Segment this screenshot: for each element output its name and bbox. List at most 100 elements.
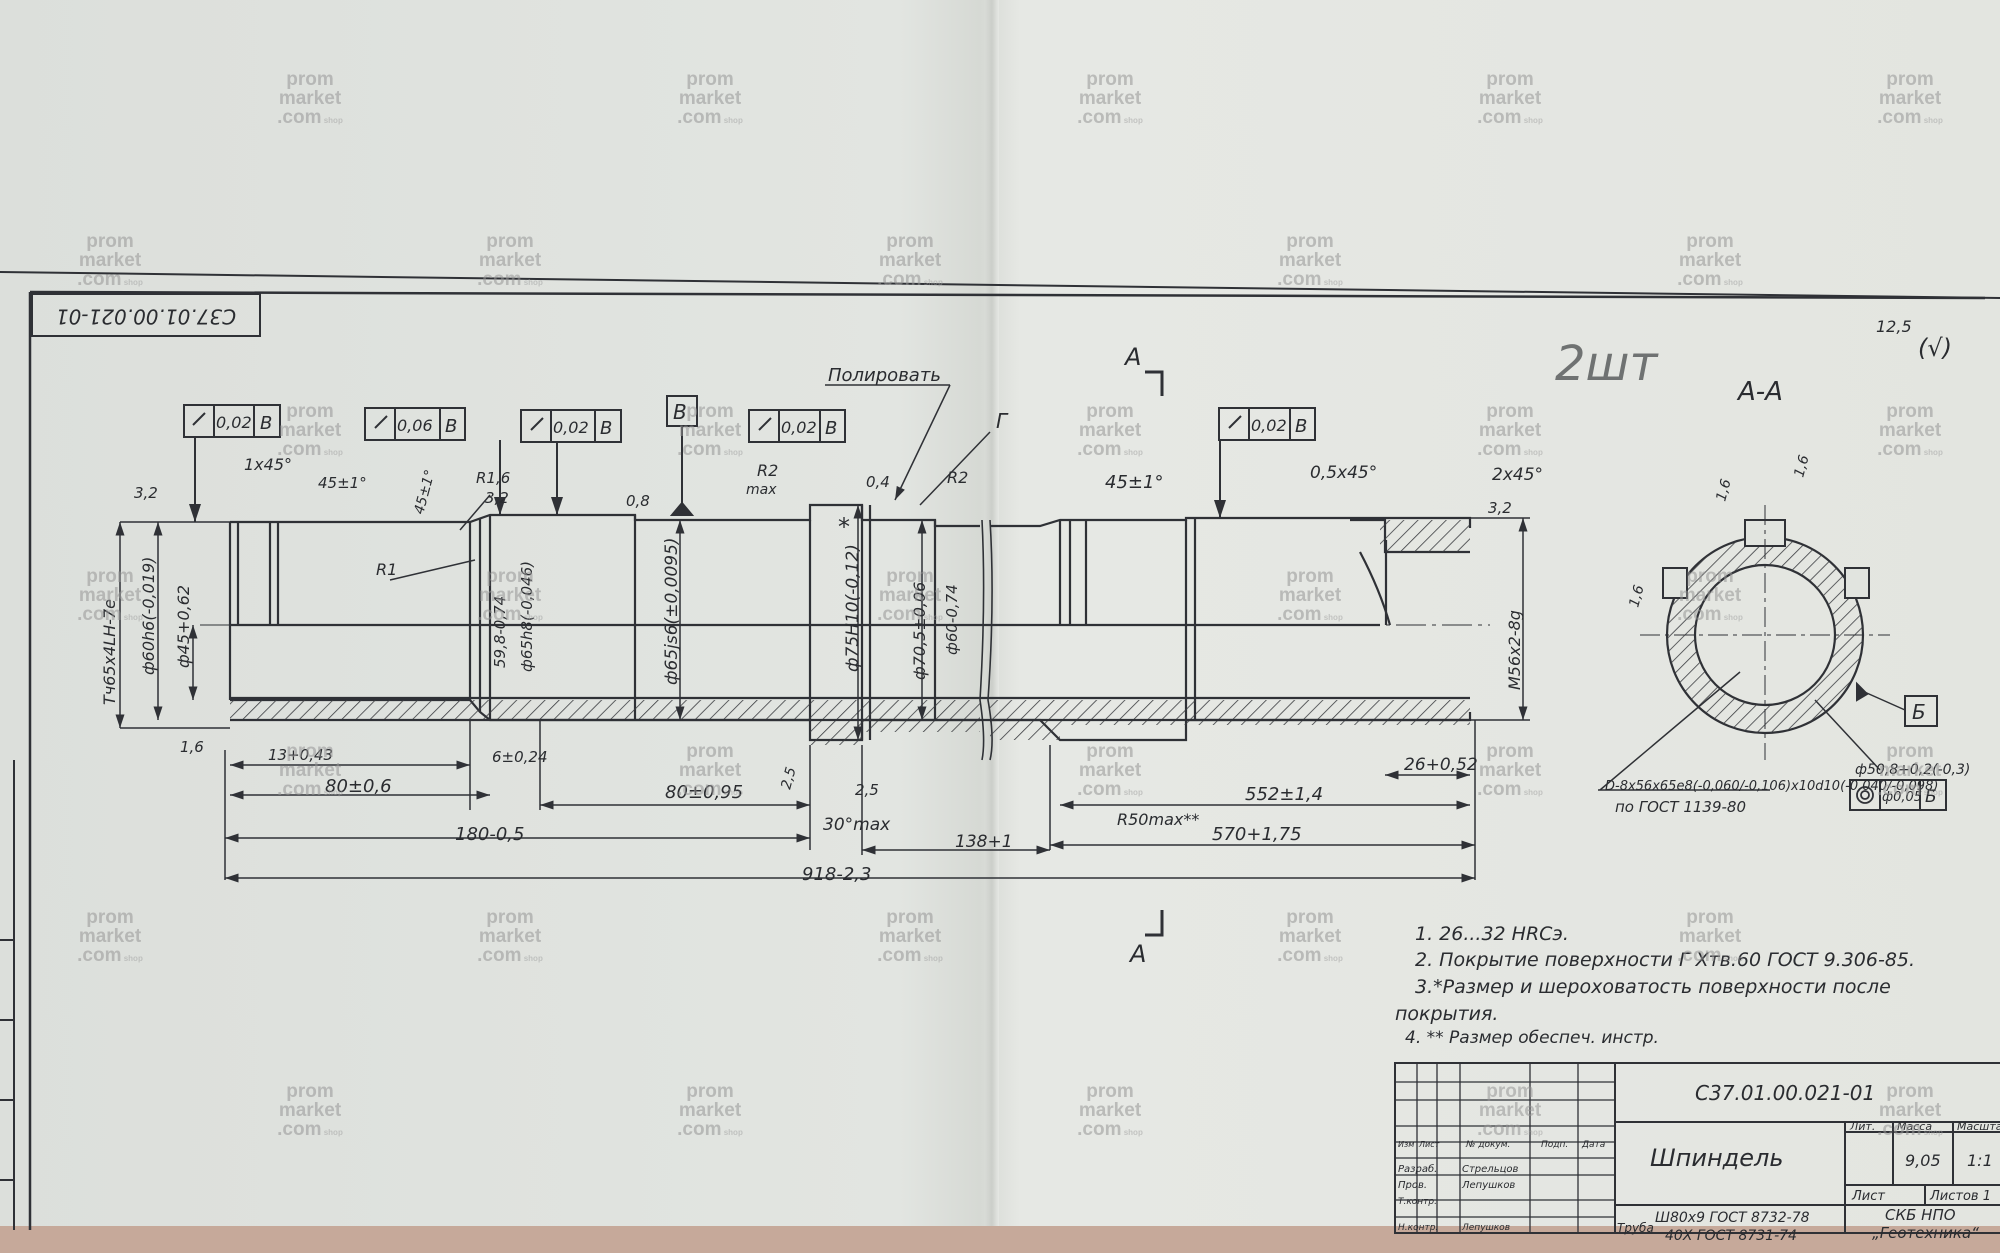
section-mark-bottom: А: [1128, 940, 1146, 968]
note-2: 2. Покрытие поверхности Г Хтв.60 ГОСТ 9.…: [1415, 949, 1915, 971]
dim-r2a: R2: [757, 461, 778, 480]
dim-d45: ф45+0,62: [174, 585, 193, 668]
runout-base-4: В: [825, 418, 837, 439]
dimension-lines: [115, 505, 1530, 883]
runout-tol-5: 0,02: [1251, 416, 1287, 435]
dim-d70-5: ф70,5±0,06: [910, 582, 929, 680]
title-mass: 9,05: [1905, 1151, 1941, 1170]
dim-len-80a: 80±0,6: [325, 776, 392, 797]
dim-thread-left: Тч65х4LH-7е: [100, 599, 119, 705]
dim-r2b: R2: [947, 468, 968, 487]
base-label: В: [673, 400, 687, 424]
code-stamp: С37.01.00.021-01: [31, 293, 261, 337]
dim-angle-45c: 45±1°: [1105, 472, 1163, 493]
section-spline: D-8х56х65е8(-0,060/-0,106)х10d10(-0,040/…: [1605, 779, 1938, 794]
title-sheets: Листов 1: [1929, 1189, 1991, 1204]
dim-len-80b: 80±0,95: [665, 782, 743, 803]
section-d50: ф50,8+0,2(-0,3): [1855, 762, 1970, 778]
tb-header-izm: Изм: [1398, 1140, 1414, 1149]
tb-header-doc: № докум.: [1465, 1140, 1510, 1150]
title-material-2: 40Х ГОСТ 8731-74: [1665, 1228, 1797, 1244]
dim-len-30max: 30°max: [823, 815, 891, 835]
dim-angle-45b: 45±1°: [411, 468, 438, 516]
tb-role-2: Пров.: [1398, 1180, 1427, 1191]
roughness-paren: (√): [1918, 334, 1952, 362]
note-3b: покрытия.: [1395, 1003, 1498, 1025]
tb-signer-5: Лепушков: [1461, 1223, 1510, 1233]
dim-r50: R50max**: [1117, 810, 1199, 829]
section-concentric: ф0,05: [1882, 790, 1922, 805]
title-designation: С37.01.00.021-01: [1695, 1081, 1875, 1105]
dim-d65h8: ф65h8(-0,046): [518, 561, 536, 672]
dim-len-26: 26+0,52: [1404, 755, 1478, 775]
section-concentric-base: Б: [1925, 787, 1937, 807]
dim-r16: R1,6: [476, 469, 510, 487]
title-material-prefix: Труба: [1617, 1221, 1654, 1235]
title-org-1: СКБ НПО: [1885, 1206, 1956, 1224]
tb-header-list: Лист: [1418, 1140, 1440, 1149]
rough-04: 0,4: [866, 473, 890, 491]
section-view: [1598, 505, 1947, 811]
table-surface: [0, 1226, 2000, 1253]
dim-len-13: 13+0,43: [268, 746, 333, 764]
tb-role-5: Н.контр.: [1398, 1223, 1438, 1233]
dim-thread-right: М56х2-8g: [1505, 610, 1524, 690]
roughness-general: 12,5: [1876, 317, 1912, 336]
runout-base-2: В: [445, 416, 457, 437]
section-title: А-А: [1736, 377, 1783, 407]
surface-g-label: Г: [996, 409, 1009, 433]
title-name: Шпиндель: [1650, 1144, 1784, 1172]
base-b-label: Б: [1912, 700, 1926, 724]
runout-base-5: В: [1295, 416, 1307, 437]
title-org-2: „Геотехника“: [1872, 1224, 1979, 1242]
dim-d60b: ф60-0,74: [943, 584, 961, 655]
rough-32c: 3,2: [1488, 499, 1512, 517]
section-rough-16c: 1,6: [1626, 583, 1647, 609]
drawing-text: 2шт А А А-А 12,5 (√) Полировать Г В Б 0,…: [100, 317, 2000, 1244]
note-4: 4. ** Размер обеспеч. инстр.: [1405, 1028, 1659, 1048]
rough-32b: 3,2: [485, 489, 509, 507]
note-1: 1. 26...32 HRCэ.: [1415, 923, 1569, 945]
tb-role-1: Разраб.: [1398, 1163, 1437, 1175]
runout-tol-3: 0,02: [553, 418, 589, 437]
dim-chamfer-2x45: 2х45°: [1492, 465, 1543, 485]
runout-tol-1: 0,02: [216, 413, 252, 432]
dim-d60: ф60h6(-0,019): [139, 557, 158, 675]
title-block: [1394, 1062, 2000, 1234]
dim-chamfer-05x45: 0,5х45°: [1310, 463, 1377, 483]
dim-len-6: 6±0,24: [492, 748, 548, 766]
hand-note: 2шт: [1555, 336, 1659, 392]
tb-signer-1: Стрельцов: [1462, 1164, 1519, 1175]
rough-25b: 2,5: [855, 781, 879, 799]
rough-25a: 2,5: [778, 765, 799, 791]
section-spline-std: по ГОСТ 1139-80: [1615, 798, 1746, 816]
rough-16: 1,6: [180, 738, 204, 756]
rough-32a: 3,2: [134, 484, 158, 502]
dim-len-570: 570+1,75: [1212, 824, 1302, 845]
rough-08: 0,8: [626, 492, 650, 510]
polish-note: Полировать: [828, 365, 941, 386]
